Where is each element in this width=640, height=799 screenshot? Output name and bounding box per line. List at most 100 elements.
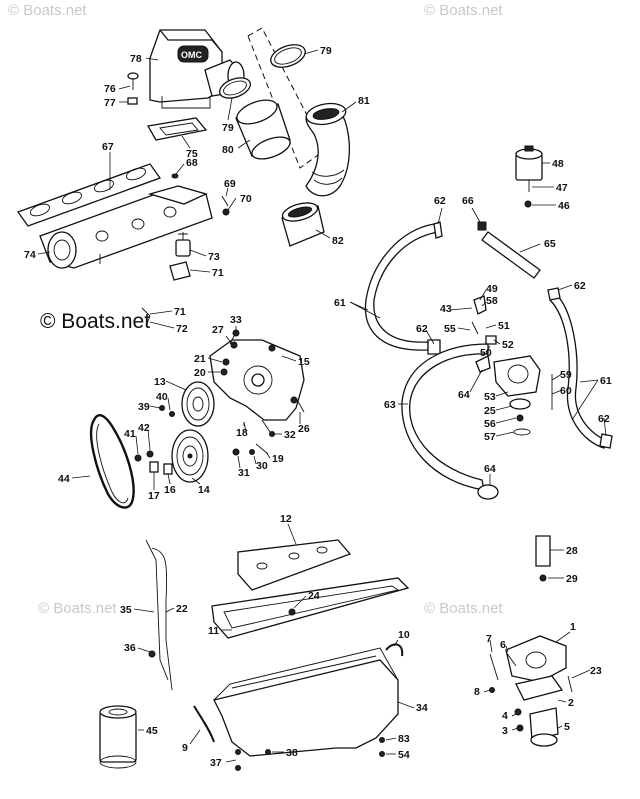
thermostat-cover-48-part xyxy=(515,145,543,181)
bolt-32-part xyxy=(261,419,271,433)
callout-79-lower: 79 xyxy=(222,122,234,134)
callout-51: 51 xyxy=(498,320,510,332)
watermark-middle-right: © Boats.net xyxy=(424,600,503,617)
callout-75: 75 xyxy=(186,148,198,160)
gasket-20-part xyxy=(220,368,228,376)
plug-38-part xyxy=(265,749,271,755)
watermark-top-left: © Boats.net xyxy=(8,2,87,19)
washer-37-part xyxy=(235,749,241,755)
callout-58: 58 xyxy=(486,295,498,307)
callout-12: 12 xyxy=(280,513,292,525)
callout-78: 78 xyxy=(130,53,142,65)
clamp-79-upper-part xyxy=(270,44,306,68)
callout-60: 60 xyxy=(560,385,572,397)
callout-20: 20 xyxy=(194,367,206,379)
callout-72: 72 xyxy=(176,323,188,335)
callout-33: 33 xyxy=(230,314,242,326)
dipstick-35-part xyxy=(145,539,169,681)
exhaust-hose-81-part xyxy=(305,102,350,197)
callout-55: 55 xyxy=(444,323,456,335)
callout-39: 39 xyxy=(138,401,150,413)
clip-36-part xyxy=(148,650,156,658)
pin-8-part xyxy=(489,687,495,693)
drive-belt-44-part xyxy=(89,414,135,509)
omc-logo-text: OMC xyxy=(181,50,202,60)
callout-82: 82 xyxy=(332,235,344,247)
washer-46-part xyxy=(524,200,532,208)
clamp-79-lower-part xyxy=(219,77,251,99)
bolt-41-part xyxy=(134,454,142,462)
callout-numbers: 78 76 77 79 79 80 81 82 75 67 68 69 70 7… xyxy=(24,45,612,769)
oil-filter-45-part xyxy=(99,705,137,769)
screw-69-part xyxy=(221,195,229,207)
callout-13: 13 xyxy=(154,376,166,388)
callout-64-lower: 64 xyxy=(484,463,496,475)
oil-pan-gasket-11-part xyxy=(211,577,410,639)
callout-46: 46 xyxy=(558,200,570,212)
callout-59: 59 xyxy=(560,369,572,381)
callout-25: 25 xyxy=(484,405,496,417)
callout-27: 27 xyxy=(212,324,224,336)
callout-40: 40 xyxy=(156,391,168,403)
callout-16: 16 xyxy=(164,484,176,496)
callout-79-upper: 79 xyxy=(320,45,332,57)
callout-74: 74 xyxy=(24,249,36,261)
watermark-center-left: © Boats.net xyxy=(40,310,151,333)
callout-8: 8 xyxy=(474,686,480,698)
callout-69: 69 xyxy=(224,178,236,190)
bolt-40-part xyxy=(169,411,175,417)
callout-63: 63 xyxy=(384,399,396,411)
exhaust-manifold-74-part xyxy=(39,185,213,269)
callout-38: 38 xyxy=(286,747,298,759)
callout-65: 65 xyxy=(544,238,556,250)
callout-14: 14 xyxy=(198,484,210,496)
hose-65-part xyxy=(481,231,541,279)
callout-23: 23 xyxy=(590,665,602,677)
adapter-71-part xyxy=(169,261,191,281)
retainer-29-part xyxy=(539,574,547,582)
callout-53: 53 xyxy=(484,391,496,403)
callout-18: 18 xyxy=(236,427,248,439)
seal-9-part xyxy=(193,705,215,743)
callout-43: 43 xyxy=(440,303,452,315)
nut-30-part xyxy=(249,449,255,455)
fitting-27-part xyxy=(230,341,238,349)
hose-sleeve-80-part xyxy=(235,99,291,160)
callout-62-a: 62 xyxy=(434,195,446,207)
spacer-16-part xyxy=(163,463,173,475)
callout-30: 30 xyxy=(256,460,268,472)
manifold-gasket-67-part xyxy=(16,163,162,227)
callout-56: 56 xyxy=(484,418,496,430)
bolt-23-part xyxy=(567,675,573,693)
exhaust-elbow-part: OMC xyxy=(149,29,245,109)
callout-62-b: 62 xyxy=(574,280,586,292)
callout-66: 66 xyxy=(462,195,474,207)
callout-68: 68 xyxy=(186,157,198,169)
callout-34: 34 xyxy=(416,702,428,714)
callout-21: 21 xyxy=(194,353,206,365)
oil-pump-1-part xyxy=(505,635,567,747)
bolt-76-part xyxy=(127,72,139,90)
callout-62-d: 62 xyxy=(598,413,610,425)
watermark-middle-left: © Boats.net xyxy=(38,600,117,617)
gasket-75-part xyxy=(146,117,208,141)
callout-32: 32 xyxy=(284,429,296,441)
clamp-62-right-lower-part xyxy=(599,433,613,449)
callout-2: 2 xyxy=(568,697,574,709)
callout-80: 80 xyxy=(222,144,234,156)
callout-77: 77 xyxy=(104,97,116,109)
sleeve-82-part xyxy=(281,202,325,247)
hose-61-right-part xyxy=(549,293,607,449)
clamp-64-upper-part xyxy=(475,355,491,373)
callout-64-upper: 64 xyxy=(458,389,470,401)
nut-6-part xyxy=(505,651,517,667)
nut-70-part xyxy=(222,208,230,216)
oil-baffle-12-part xyxy=(237,539,352,591)
washer-39-part xyxy=(159,405,165,411)
callout-42: 42 xyxy=(138,422,150,434)
leader-lines xyxy=(37,49,607,763)
callout-47: 47 xyxy=(556,182,568,194)
callout-54: 54 xyxy=(398,749,410,761)
clamp-62-upper-left-part xyxy=(433,221,443,239)
